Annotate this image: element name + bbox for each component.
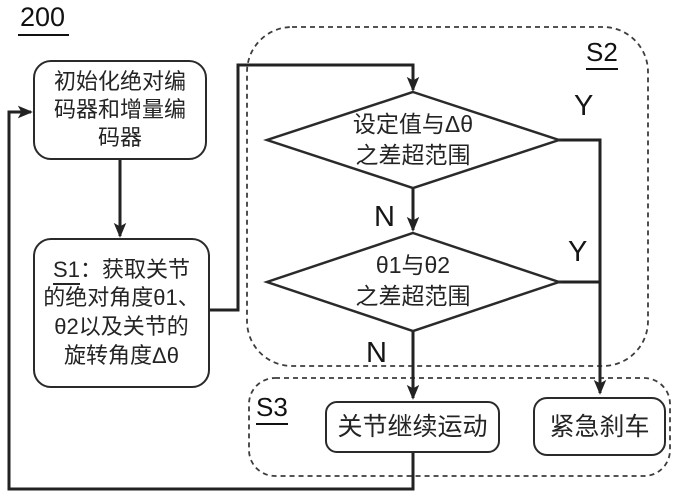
node-s1-text: S1：获取关节 的绝对角度θ1、 θ2以及关节的 旋转角度Δθ: [43, 256, 200, 370]
decision2-theta1-theta2-text: θ1与θ2 之差超范围: [355, 251, 471, 309]
figure-number-label: 200: [18, 2, 70, 36]
node-init-encoders-text: 初始化绝对编 码器和增量编 码器: [53, 68, 186, 151]
node-s1-step-id: S1: [53, 256, 80, 285]
decision2-no-label: N: [366, 337, 387, 369]
node-joint-continue: 关节继续运动: [325, 401, 500, 453]
decision1-no-label: N: [374, 201, 395, 233]
step-s2-label-text: S2: [586, 37, 618, 70]
node-joint-continue-text: 关节继续运动: [337, 413, 488, 441]
decision1-yes-label: Y: [574, 90, 594, 122]
node-emergency-brake-text: 紧急刹车: [549, 412, 650, 441]
decision1-setpoint-delta-theta-text: 设定值与Δθ 之差超范围: [352, 110, 474, 168]
arrow-s1-to-decision1: [208, 63, 420, 312]
node-init-encoders: 初始化绝对编 码器和增量编 码器: [33, 60, 207, 160]
decision2-diamond-shape: [263, 231, 563, 333]
step-s2-label: S2: [586, 37, 618, 70]
node-emergency-brake: 紧急刹车: [533, 397, 666, 456]
arrow-feedback-loop: [7, 105, 415, 491]
container-s3-border: [248, 377, 671, 477]
node-s1-acquire-angles: S1：获取关节 的绝对角度θ1、 θ2以及关节的 旋转角度Δθ: [33, 238, 210, 388]
container-s2-border: [246, 26, 649, 367]
decision2-yes-label: Y: [568, 236, 588, 268]
arrow-decision1-yes-branch: [557, 138, 607, 395]
node-s1-step-body: ：获取关节 的绝对角度θ1、 θ2以及关节的 旋转角度Δθ: [43, 256, 200, 368]
decision1-diamond-shape: [262, 90, 564, 190]
step-s3-label: S3: [256, 392, 288, 425]
step-s3-label-text: S3: [256, 392, 288, 425]
